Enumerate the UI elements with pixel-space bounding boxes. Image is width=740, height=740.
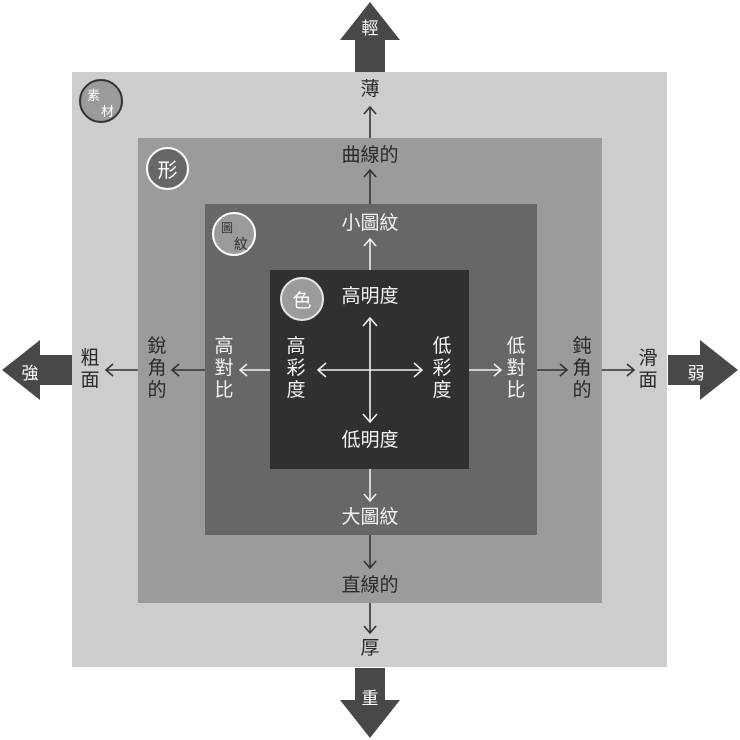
extreme-top-label: 輕 (361, 19, 379, 39)
color-right-label: 低彩度 (432, 335, 452, 401)
material-badge-char-1: 素 (87, 89, 101, 104)
shape-badge: 形 (146, 147, 189, 190)
material-badge: 素 材 (79, 79, 123, 123)
pattern-right-label: 低對比 (506, 335, 526, 401)
pattern-badge-char-1: 圖 (221, 221, 234, 235)
pattern-top-label: 小圖紋 (341, 212, 399, 234)
material-badge-char-2: 材 (101, 105, 115, 120)
dark-arrows (104, 105, 636, 635)
extreme-left-label: 強 (21, 364, 39, 384)
material-right-label: 滑面 (638, 347, 658, 391)
light-arrows (238, 237, 503, 503)
color-top-label: 高明度 (341, 285, 399, 307)
pattern-badge: 圖 紋 (212, 212, 256, 256)
shape-badge-char: 形 (157, 158, 178, 182)
shape-right-label: 鈍角的 (572, 335, 592, 401)
up-big-arrow-icon (340, 2, 400, 72)
extreme-bottom-label: 重 (361, 689, 379, 709)
pattern-badge-char-2: 紋 (234, 237, 248, 253)
color-badge-char: 色 (292, 289, 312, 312)
pattern-left-label: 高對比 (214, 335, 234, 401)
shape-bottom-label: 直線的 (341, 574, 399, 596)
color-bottom-label: 低明度 (341, 429, 399, 451)
extreme-right-label: 弱 (687, 364, 705, 384)
shape-top-label: 曲線的 (341, 144, 399, 166)
pattern-bottom-label: 大圖紋 (341, 506, 399, 528)
shape-left-label: 銳角的 (147, 335, 167, 401)
material-bottom-label: 厚 (360, 637, 380, 659)
material-top-label: 薄 (360, 78, 380, 100)
material-left-label: 粗面 (80, 347, 100, 391)
left-big-arrow-icon (2, 340, 72, 400)
right-big-arrow-icon (668, 340, 738, 400)
color-left-label: 高彩度 (286, 335, 306, 401)
down-big-arrow-icon (340, 668, 400, 738)
color-badge: 色 (280, 277, 324, 321)
